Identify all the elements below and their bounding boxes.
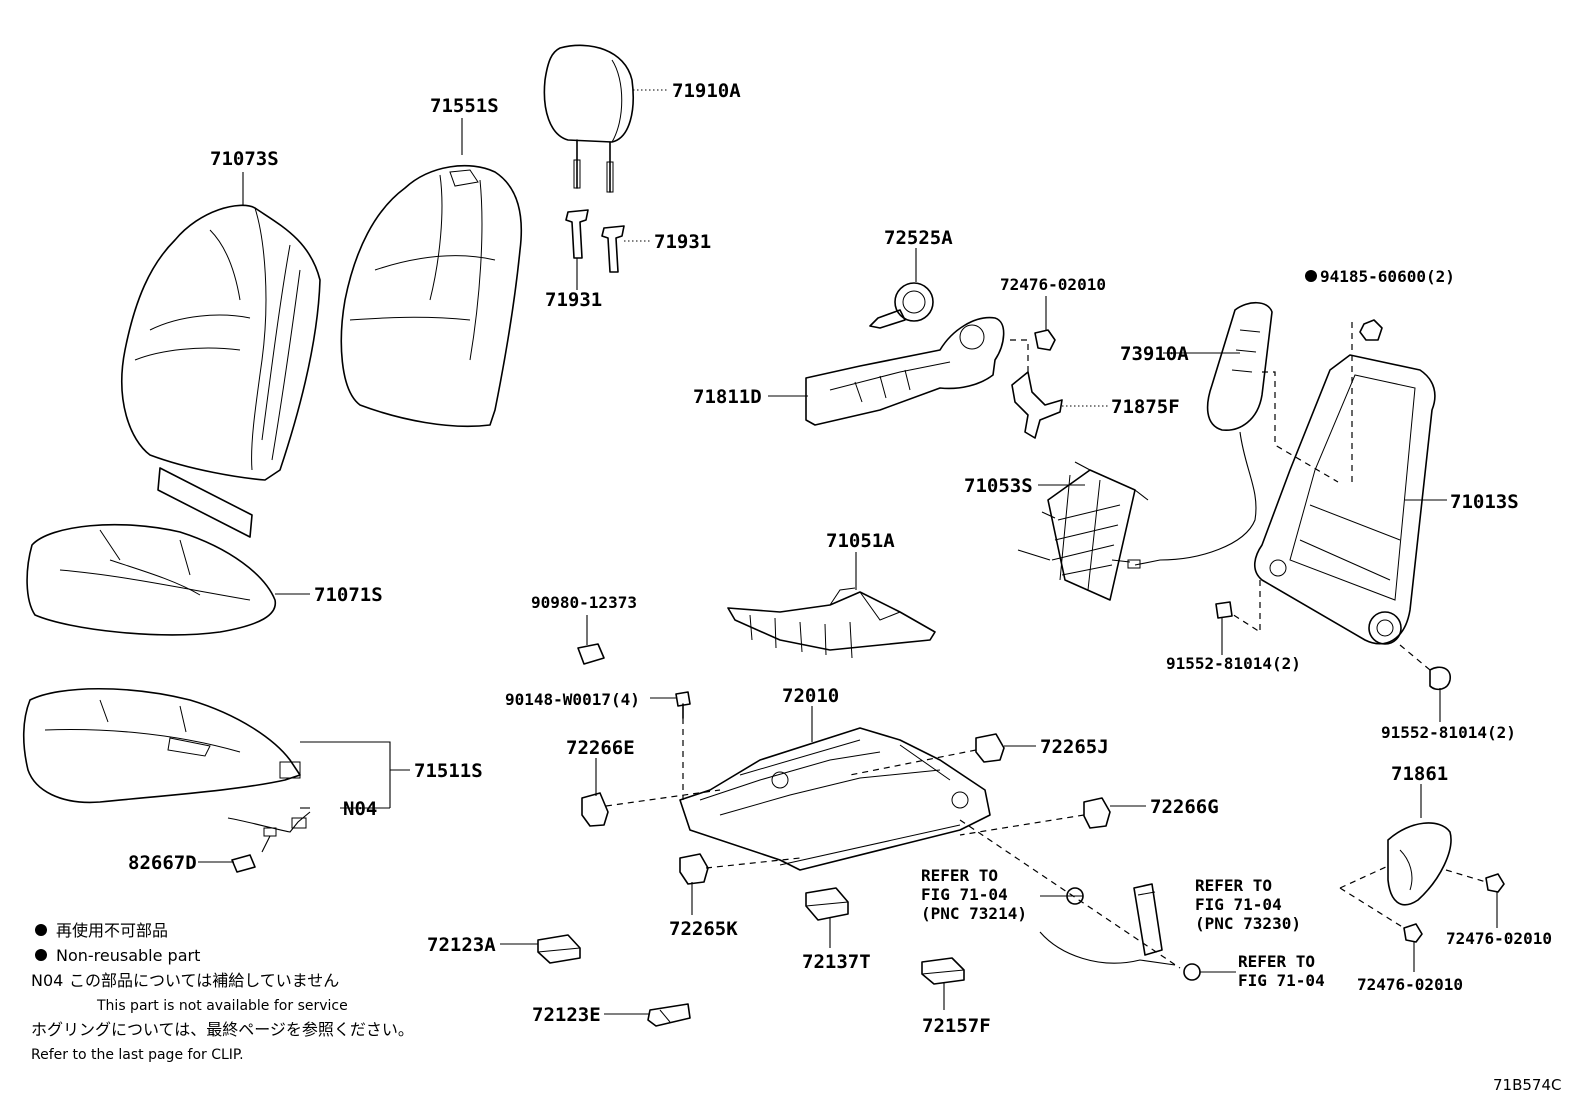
label-90148-W0017: 90148-W0017(4) bbox=[505, 690, 640, 709]
label-72266G: 72266G bbox=[1150, 796, 1219, 818]
part-labels: 71073S 71551S 71910A 71931 71931 72525A … bbox=[128, 80, 1552, 1037]
headrest-drawing bbox=[543, 44, 634, 193]
label-71511S: 71511S bbox=[414, 760, 483, 782]
label-71910A: 71910A bbox=[672, 80, 741, 102]
legend-nonreusable-jp: 再使用不可部品 bbox=[56, 921, 168, 940]
legend-nonreusable-en: Non-reusable part bbox=[56, 946, 200, 965]
seatback-frame-drawing bbox=[1254, 354, 1436, 645]
bolt-drawing-90148 bbox=[675, 691, 691, 719]
label-72265J: 72265J bbox=[1040, 736, 1109, 758]
label-71071S: 71071S bbox=[314, 584, 383, 606]
clip-drawing-top bbox=[1034, 329, 1056, 351]
label-94185-60600: 94185-60600(2) bbox=[1320, 267, 1455, 286]
seat-side-shield-drawing bbox=[805, 316, 1005, 426]
label-71551S: 71551S bbox=[430, 95, 499, 117]
refer-note-2-line1: REFER TO bbox=[1195, 876, 1272, 895]
legend: 再使用不可部品 Non-reusable part N04 この部品については補… bbox=[31, 921, 414, 1063]
label-72266E: 72266E bbox=[566, 737, 635, 759]
legend-n04-code: N04 bbox=[31, 971, 63, 990]
label-72265K: 72265K bbox=[669, 918, 738, 940]
seatback-spring-drawing bbox=[1017, 461, 1149, 601]
refer-note-3-line1: REFER TO bbox=[1238, 952, 1315, 971]
seatback-pad-drawing bbox=[340, 164, 523, 428]
label-71931-right: 71931 bbox=[654, 231, 711, 253]
legend-bullet-en bbox=[35, 949, 47, 961]
cover-drawing-72123E bbox=[647, 1003, 691, 1027]
label-90980-12373: 90980-12373 bbox=[531, 593, 637, 612]
track-cover-drawing-72265J bbox=[975, 733, 1005, 763]
label-N04: N04 bbox=[343, 798, 377, 820]
headrest-guide-drawings bbox=[565, 209, 625, 273]
cover-drawing-72157F bbox=[921, 957, 965, 985]
dashed-guides bbox=[605, 322, 1487, 969]
refer-note-1-line3: (PNC 73214) bbox=[921, 904, 1027, 923]
leader-lines bbox=[198, 89, 1498, 1015]
legend-clip-jp: ホグリングについては、最終ページを参照ください。 bbox=[31, 1020, 414, 1039]
refer-note-3-line2: FIG 71-04 bbox=[1238, 971, 1325, 990]
diagram-code: 71B574C bbox=[1493, 1076, 1561, 1094]
refer-note-2-line3: (PNC 73230) bbox=[1195, 914, 1301, 933]
label-72525A: 72525A bbox=[884, 227, 953, 249]
label-71931-left: 71931 bbox=[545, 289, 602, 311]
refer-to-notes: REFER TO FIG 71-04 (PNC 73214) REFER TO … bbox=[921, 866, 1325, 990]
label-72476-02010-top: 72476-02010 bbox=[1000, 275, 1106, 294]
connector-drawing bbox=[231, 854, 256, 873]
label-72123A: 72123A bbox=[427, 934, 496, 956]
airbag-module-drawing bbox=[1127, 301, 1273, 569]
label-72010: 72010 bbox=[782, 685, 839, 707]
label-72137T: 72137T bbox=[802, 951, 871, 973]
non-reusable-marker bbox=[1305, 270, 1317, 282]
refer-note-1-line1: REFER TO bbox=[921, 866, 998, 885]
label-72476-02010-right-bottom: 72476-02010 bbox=[1357, 975, 1463, 994]
track-cover-drawing-72266E bbox=[581, 792, 609, 827]
refer-note-1-line2: FIG 71-04 bbox=[921, 885, 1008, 904]
legend-bullet-jp bbox=[35, 924, 47, 936]
clip-drawings-right bbox=[1403, 873, 1505, 943]
label-91552-81014-right: 91552-81014(2) bbox=[1381, 723, 1516, 742]
track-cover-drawing-72265K bbox=[679, 853, 709, 885]
label-71013S: 71013S bbox=[1450, 491, 1519, 513]
clip-drawing-90980 bbox=[577, 643, 605, 665]
label-72476-02010-right-top: 72476-02010 bbox=[1446, 929, 1552, 948]
cushion-spring-drawing bbox=[727, 587, 936, 659]
recliner-cover-drawing bbox=[869, 282, 934, 329]
seat-track-adjuster-drawing bbox=[679, 727, 991, 871]
seatback-cover-drawing bbox=[121, 204, 321, 538]
label-71811D: 71811D bbox=[693, 386, 762, 408]
label-71073S: 71073S bbox=[210, 148, 279, 170]
cover-drawing-72137T bbox=[805, 887, 849, 921]
label-71051A: 71051A bbox=[826, 530, 895, 552]
refer-note-2-line2: FIG 71-04 bbox=[1195, 895, 1282, 914]
track-cover-drawing-72266G bbox=[1083, 797, 1111, 829]
label-82667D: 82667D bbox=[128, 852, 197, 874]
label-73910A: 73910A bbox=[1120, 343, 1189, 365]
nut-drawing bbox=[1359, 319, 1383, 341]
legend-n04-jp: この部品については補給していません bbox=[69, 971, 339, 990]
cushion-cover-drawing bbox=[26, 523, 277, 636]
label-71875F: 71875F bbox=[1111, 396, 1180, 418]
label-71053S: 71053S bbox=[964, 475, 1033, 497]
cover-drawing-72123A bbox=[537, 934, 581, 964]
label-71861: 71861 bbox=[1391, 763, 1448, 785]
bracket-drawing bbox=[1011, 371, 1063, 439]
cushion-pad-drawing bbox=[22, 688, 301, 804]
seat-belt-buckle-drawing bbox=[1039, 883, 1201, 981]
label-72157F: 72157F bbox=[922, 1015, 991, 1037]
bolt-drawings-91552 bbox=[1215, 601, 1451, 691]
side-cover-drawing bbox=[1387, 822, 1452, 906]
label-91552-81014-left: 91552-81014(2) bbox=[1166, 654, 1301, 673]
legend-clip-en: Refer to the last page for CLIP. bbox=[31, 1047, 244, 1063]
label-72123E: 72123E bbox=[532, 1004, 601, 1026]
legend-n04-en: This part is not available for service bbox=[96, 998, 348, 1014]
wire-harness-drawing bbox=[227, 811, 311, 853]
